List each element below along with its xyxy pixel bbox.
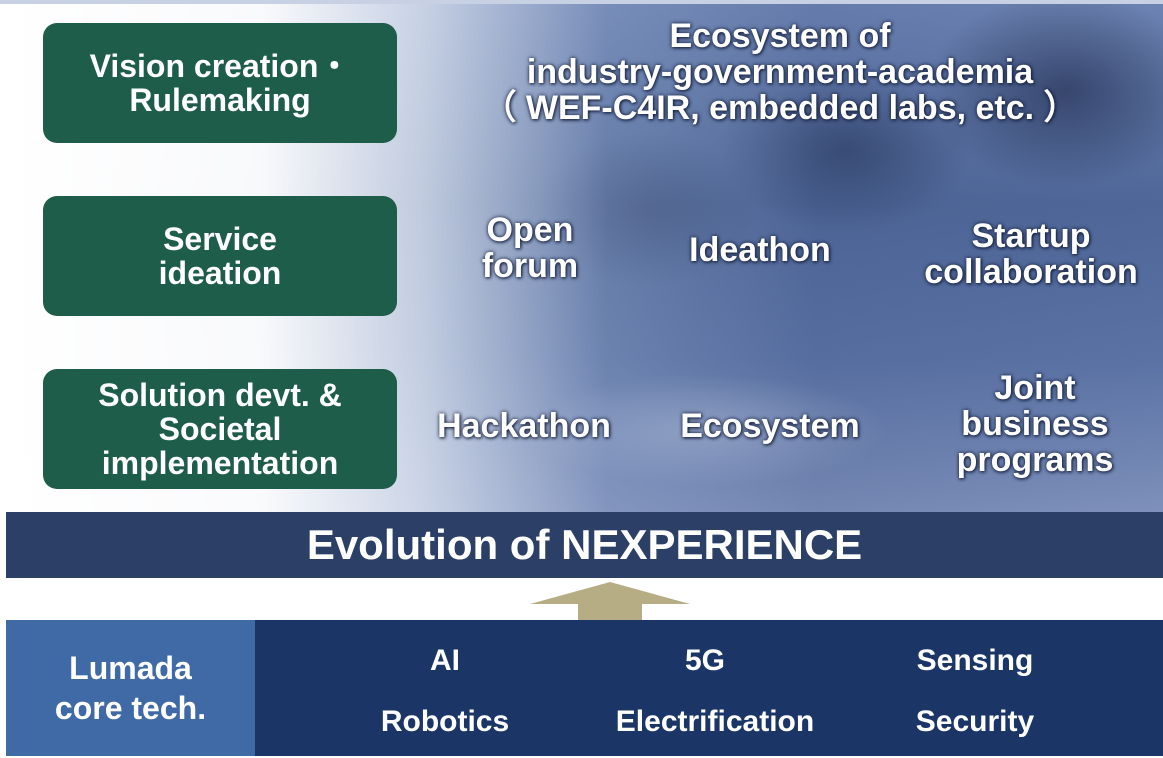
joint-line-2: business: [961, 405, 1109, 443]
open-forum-line-2: forum: [481, 247, 579, 285]
ecosystem-title-line-3: （ WEF-C4IR, embedded labs, etc. ）: [482, 89, 1078, 127]
core-label-line-2: core tech.: [54, 690, 207, 726]
startup-line-2: collaboration: [924, 253, 1138, 291]
open-forum-line-1: Open: [486, 211, 574, 249]
level-solution-line-1: Solution devt. &: [98, 377, 342, 413]
level-service-line-1: Service: [163, 221, 277, 257]
level-service-ideation: Service ideation: [43, 196, 397, 316]
tech-security: Security: [915, 705, 1035, 738]
ecosystem-title: Ecosystem of industry-government-academi…: [420, 18, 1140, 126]
level-solution-line-3: implementation: [101, 445, 339, 481]
ideathon: Ideathon: [689, 231, 831, 269]
tech-5g: 5G: [684, 644, 726, 677]
up-arrow-icon: [530, 582, 690, 622]
open-forum: Open forum: [440, 212, 620, 284]
lumada-core-label: Lumada core tech.: [6, 620, 255, 756]
startup-collaboration: Startup collaboration: [900, 218, 1162, 290]
ecosystem: Ecosystem: [680, 407, 860, 445]
startup-line-1: Startup: [971, 217, 1091, 255]
level-vision-line-1: Vision creation・: [89, 48, 351, 84]
level-solution-line-2: Societal: [158, 411, 282, 447]
joint-line-1: Joint: [994, 369, 1076, 407]
level-service-line-2: ideation: [158, 255, 282, 291]
level-solution-implementation: Solution devt. & Societal implementation: [43, 369, 397, 489]
hackathon: Hackathon: [437, 407, 611, 445]
tech-ai: AI: [430, 644, 460, 677]
core-label-line-1: Lumada: [69, 650, 192, 686]
ecosystem-title-line-2: industry-government-academia: [526, 53, 1034, 91]
joint-business-programs: Joint business programs: [925, 370, 1145, 478]
hero-frame: [0, 0, 1163, 4]
tech-sensing: Sensing: [916, 644, 1034, 677]
ecosystem-title-line-1: Ecosystem of: [669, 17, 891, 55]
tech-electrification: Electrification: [615, 705, 815, 738]
core-tech-area: [255, 620, 1163, 756]
level-vision-line-2: Rulemaking: [129, 82, 311, 118]
joint-line-3: programs: [956, 441, 1114, 479]
level-vision-rulemaking: Vision creation・ Rulemaking: [43, 23, 397, 143]
nexperience-banner: Evolution of NEXPERIENCE: [6, 512, 1163, 578]
tech-robotics: Robotics: [380, 705, 510, 738]
